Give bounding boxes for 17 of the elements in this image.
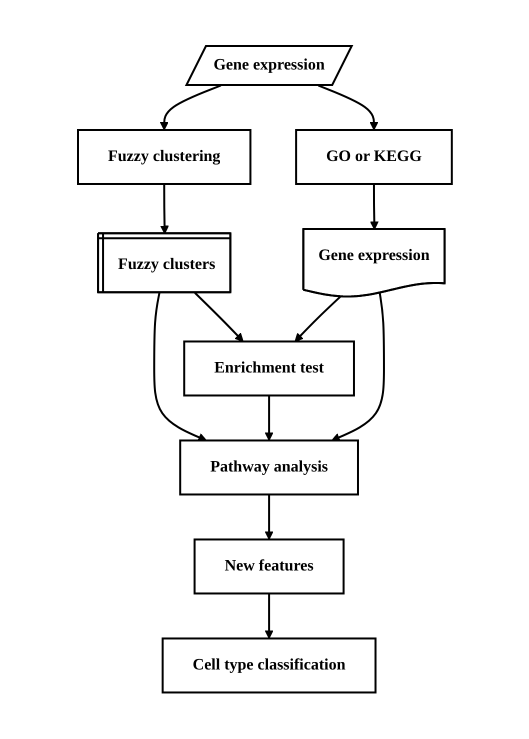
arrow: [369, 184, 378, 230]
node-box: Pathway analysis: [178, 440, 359, 496]
node-box: New features: [193, 538, 344, 595]
arrow: [264, 396, 274, 442]
node-box: Cell type classification: [161, 638, 376, 694]
node-box: Fuzzy clustering: [76, 129, 251, 186]
node-box: GO or KEGG: [294, 129, 452, 186]
arrow: [194, 292, 244, 342]
arrow: [318, 84, 378, 131]
arrow: [152, 292, 206, 442]
arrow: [264, 494, 274, 540]
arrow: [159, 84, 221, 131]
node-box: Enrichment test: [182, 340, 355, 397]
arrow: [294, 296, 341, 342]
arrow: [160, 184, 169, 234]
arrow: [330, 293, 385, 442]
arrow: [264, 594, 274, 640]
